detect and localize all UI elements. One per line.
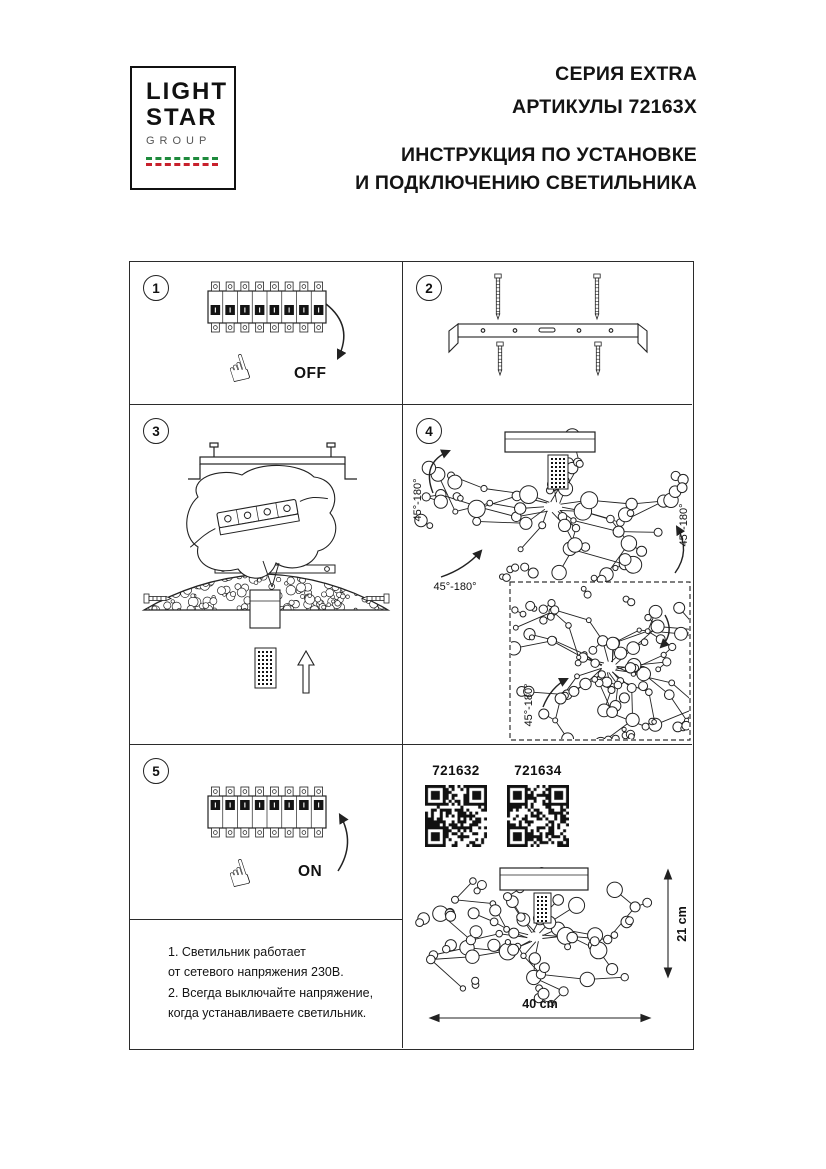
step-2-panel: 2 [403, 262, 692, 405]
rotation-label-inset: 45°-180° [523, 683, 535, 727]
rotation-label-bottom: 45°-180° [433, 581, 477, 593]
step-5-panel: 5 [130, 745, 403, 920]
canopy-screw-right [360, 593, 390, 604]
instruction-title-line2: И ПОДКЛЮЧЕНИЮ СВЕТИЛЬНИКА [355, 171, 697, 194]
note-line-1: 1. Светильник работает [168, 945, 306, 959]
width-dimension-label: 40 cm [522, 997, 558, 1011]
step-4-panel: 4 45°-180° 45°-180° 45°-180° 45°-180° [403, 405, 692, 745]
logo-flag-green-stripe [146, 157, 218, 161]
ceiling-mount-diagram [141, 442, 391, 694]
connector-plug [254, 647, 277, 689]
pointing-hand-icon: ☝ [222, 852, 256, 898]
note-line-3: 2. Всегда выключайте напряжение, [168, 985, 374, 1000]
switch-on-arrow-icon [337, 813, 349, 872]
step-5-badge: 5 [143, 758, 169, 784]
fixture-canopy [504, 431, 596, 453]
products-panel: 721632 721634 21 cm 40 cm [403, 745, 692, 1048]
height-dimension-label: 21 cm [675, 906, 689, 942]
pointing-hand-icon: ☝ [222, 347, 256, 393]
breaker-off-diagram: ☝ [207, 281, 347, 393]
on-label: ON [298, 863, 323, 880]
ceiling-bracket [188, 442, 357, 480]
off-label: OFF [294, 365, 327, 382]
notes-panel: 1. Светильник работает от сетевого напря… [130, 920, 403, 1048]
product-code-right: 721634 [514, 763, 562, 778]
logo-group-text: GROUP [146, 135, 212, 148]
canopy-screw-left [143, 593, 173, 604]
mounting-screws [494, 273, 602, 377]
rotation-label-left: 45°-180° [412, 478, 424, 522]
terminal-block-detail [189, 496, 328, 548]
series-title: СЕРИЯ EXTRA [555, 63, 697, 85]
product-code-left: 721632 [432, 763, 480, 778]
fixture-branches [414, 428, 689, 590]
rotate-arrow-icon [440, 549, 483, 578]
logo-star-text: STAR [146, 103, 218, 131]
driver-box [249, 589, 281, 629]
instruction-grid: 1 [129, 261, 694, 1050]
instruction-title: ИНСТРУКЦИЯ ПО УСТАНОВКЕ И ПОДКЛЮЧЕНИЮ СВ… [355, 142, 697, 197]
qr-code-right [507, 785, 569, 847]
step-3-panel: 3 [130, 405, 403, 745]
rotate-arrow-icon [428, 449, 451, 494]
document-titles: СЕРИЯ EXTRA АРТИКУЛЫ 72163X ИНСТРУКЦИЯ П… [355, 63, 697, 197]
rotate-arrow-icon [674, 525, 686, 574]
rotate-arrow-icon [659, 614, 670, 649]
fixture-canopy [499, 867, 589, 891]
rotate-arrow-icon [542, 678, 569, 708]
note-line-2: от сетевого напряжения 230В. [168, 965, 344, 980]
fixture-connector [547, 454, 569, 490]
step-3-badge: 3 [143, 418, 169, 444]
logo-flag-red-stripe [146, 163, 218, 167]
rotation-label-right: 45°-180° [678, 503, 690, 547]
mounting-bar [448, 322, 648, 354]
fixture-connector [533, 892, 552, 924]
qr-code-left [425, 785, 487, 847]
step-1-panel: 1 [130, 262, 403, 405]
step-2-badge: 2 [416, 275, 442, 301]
step-1-badge: 1 [143, 275, 169, 301]
fixture-dimensions-diagram [415, 867, 673, 1023]
fixture-rotation-diagram [414, 428, 691, 741]
breaker-on-diagram: ☝ [207, 786, 349, 898]
mounting-bracket-diagram [448, 273, 648, 377]
fixture-branches [415, 867, 653, 1008]
note-line-4: когда устанавливаете светильник. [168, 1005, 367, 1020]
fixture-branches-rotated [511, 585, 689, 739]
switch-off-arrow-icon [325, 303, 347, 361]
lightstar-logo: LIGHT STAR GROUP [130, 66, 236, 190]
step-4-badge: 4 [416, 418, 442, 444]
dimension-lines [428, 868, 673, 1023]
logo-light-text: LIGHT [146, 78, 228, 105]
articles-title: АРТИКУЛЫ 72163X [512, 96, 697, 118]
instruction-title-line1: ИНСТРУКЦИЯ ПО УСТАНОВКЕ [400, 144, 697, 166]
insert-up-arrow-icon [297, 649, 315, 694]
